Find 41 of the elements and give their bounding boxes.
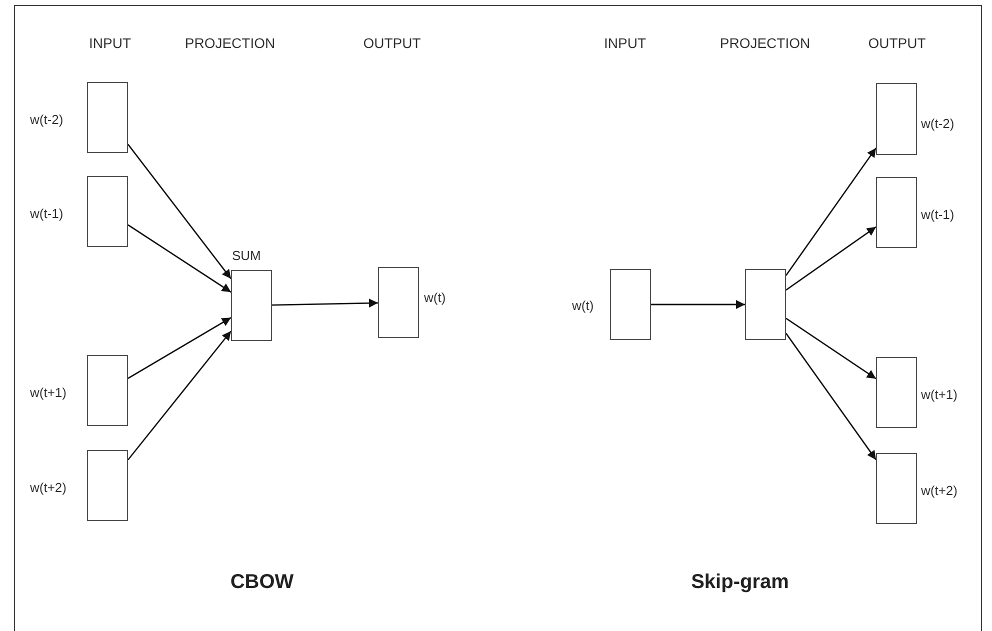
column-heading: INPUT (89, 36, 131, 50)
word-label: w(t+1) (921, 388, 958, 401)
word-label: w(t+1) (30, 386, 66, 399)
column-heading: PROJECTION (184, 36, 276, 50)
word-label: w(t) (424, 291, 446, 304)
arrow (127, 144, 232, 280)
layer-box (87, 355, 128, 426)
word-label: w(t-2) (30, 113, 64, 126)
column-heading: OUTPUT (363, 36, 421, 50)
column-heading: INPUT (604, 36, 646, 50)
arrow (785, 332, 877, 460)
layer-box (876, 453, 917, 524)
word-label: w(t-2) (921, 117, 954, 130)
word-label: w(t-1) (30, 207, 64, 220)
word-label: SUM (232, 249, 261, 262)
column-heading: OUTPUT (868, 36, 926, 50)
arrow (272, 298, 378, 308)
arrow (128, 224, 232, 293)
layer-box (876, 177, 917, 248)
arrow (785, 148, 877, 276)
model-title: Skip-gram (691, 572, 789, 592)
word-label: w(t-1) (921, 208, 954, 221)
layer-box (876, 83, 917, 155)
column-heading: PROJECTION (720, 36, 810, 50)
model-title: CBOW (230, 572, 294, 592)
layer-box (378, 267, 419, 338)
layer-box (745, 269, 786, 340)
arrow (128, 317, 232, 379)
word-label: w(t+2) (921, 484, 958, 497)
layer-box (876, 357, 917, 428)
arrow (651, 300, 745, 309)
arrow (786, 226, 876, 291)
arrow (127, 330, 232, 460)
arrow (786, 318, 876, 380)
layer-box (87, 450, 128, 521)
layer-box (87, 176, 128, 247)
layer-box (87, 82, 128, 153)
layer-box (231, 270, 272, 341)
layer-box (610, 269, 651, 340)
word-label: w(t) (572, 299, 594, 312)
word-label: w(t+2) (30, 481, 66, 494)
